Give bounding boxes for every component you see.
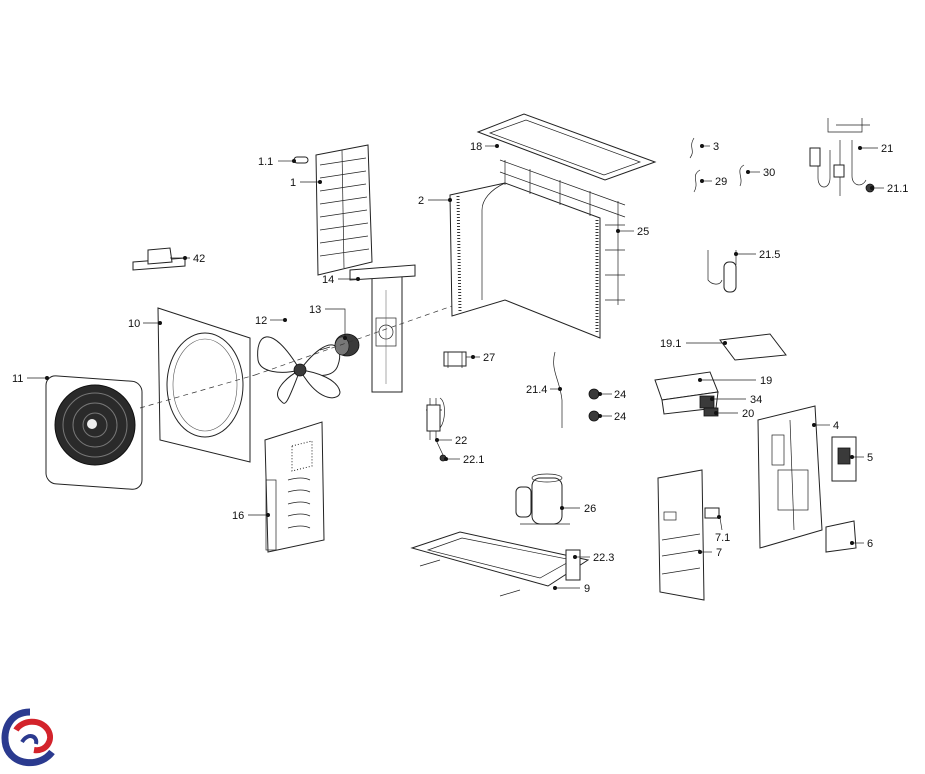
compressor <box>515 473 570 525</box>
label-18: 18 <box>470 141 482 153</box>
front-panel <box>157 307 251 463</box>
capacitor <box>443 351 467 368</box>
refrigerant-piping <box>809 118 875 196</box>
brand-swirl-logo <box>1 708 55 767</box>
label-25: 25 <box>637 226 649 238</box>
right-side-panel <box>657 469 705 601</box>
label-21-5: 21.5 <box>759 249 780 261</box>
sensor-30 <box>739 164 745 187</box>
condenser-coil <box>449 182 601 339</box>
fan-blade <box>257 336 341 404</box>
label-2: 2 <box>418 195 424 207</box>
label-29: 29 <box>715 176 727 188</box>
label-42: 42 <box>193 253 205 265</box>
sensor-3 <box>689 137 695 159</box>
label-14: 14 <box>322 274 334 286</box>
label-7-1: 7.1 <box>715 532 730 544</box>
label-26: 26 <box>584 503 596 515</box>
motor-bracket <box>349 264 416 393</box>
reactor <box>132 247 186 271</box>
sensor-29 <box>693 169 701 193</box>
label-21: 21 <box>881 143 893 155</box>
rear-grille <box>315 144 373 276</box>
label-3: 3 <box>713 141 719 153</box>
label-19-1: 19.1 <box>660 338 681 350</box>
accumulator <box>707 250 737 293</box>
label-16: 16 <box>232 510 244 522</box>
base-pan <box>410 531 590 597</box>
partition-plate <box>264 421 325 553</box>
label-6: 6 <box>867 538 873 550</box>
label-13: 13 <box>309 304 321 316</box>
capillary-pipe <box>553 351 563 428</box>
label-22-1: 22.1 <box>463 454 484 466</box>
top-cover <box>476 113 657 181</box>
side-handle <box>825 520 857 553</box>
label-10: 10 <box>128 318 140 330</box>
label-22: 22 <box>455 435 467 447</box>
label-5: 5 <box>867 452 873 464</box>
rear-side-panel <box>757 405 823 549</box>
label-30: 30 <box>763 167 775 179</box>
grille-clip <box>293 156 309 164</box>
valve-assembly <box>426 397 447 462</box>
front-grille <box>45 375 143 490</box>
valve-nut-upper <box>588 388 600 400</box>
label-34: 34 <box>750 394 762 406</box>
panel-handle <box>704 507 720 519</box>
terminal-block <box>703 407 719 417</box>
fan-motor <box>319 333 360 357</box>
coil-guard-grid <box>499 159 626 305</box>
valve-nut-lower <box>588 410 600 422</box>
label-27: 27 <box>483 352 495 364</box>
label-21-1: 21.1 <box>887 183 908 195</box>
label-4: 4 <box>833 420 839 432</box>
label-24-upper: 24 <box>614 389 626 401</box>
label-22-3: 22.3 <box>593 552 614 564</box>
label-1-1: 1.1 <box>258 156 273 168</box>
callout-layer: 1.1 1 42 14 13 12 10 11 16 18 2 25 <box>12 141 908 595</box>
electrical-box-cover <box>719 333 787 361</box>
label-19: 19 <box>760 375 772 387</box>
valve-cover <box>831 436 857 482</box>
label-21-4: 21.4 <box>526 384 547 396</box>
label-24-lower: 24 <box>614 411 626 423</box>
label-11: 11 <box>12 373 23 385</box>
label-20: 20 <box>742 408 754 420</box>
label-9: 9 <box>584 583 590 595</box>
label-7: 7 <box>716 547 722 559</box>
label-12: 12 <box>255 315 267 327</box>
label-1: 1 <box>290 177 296 189</box>
